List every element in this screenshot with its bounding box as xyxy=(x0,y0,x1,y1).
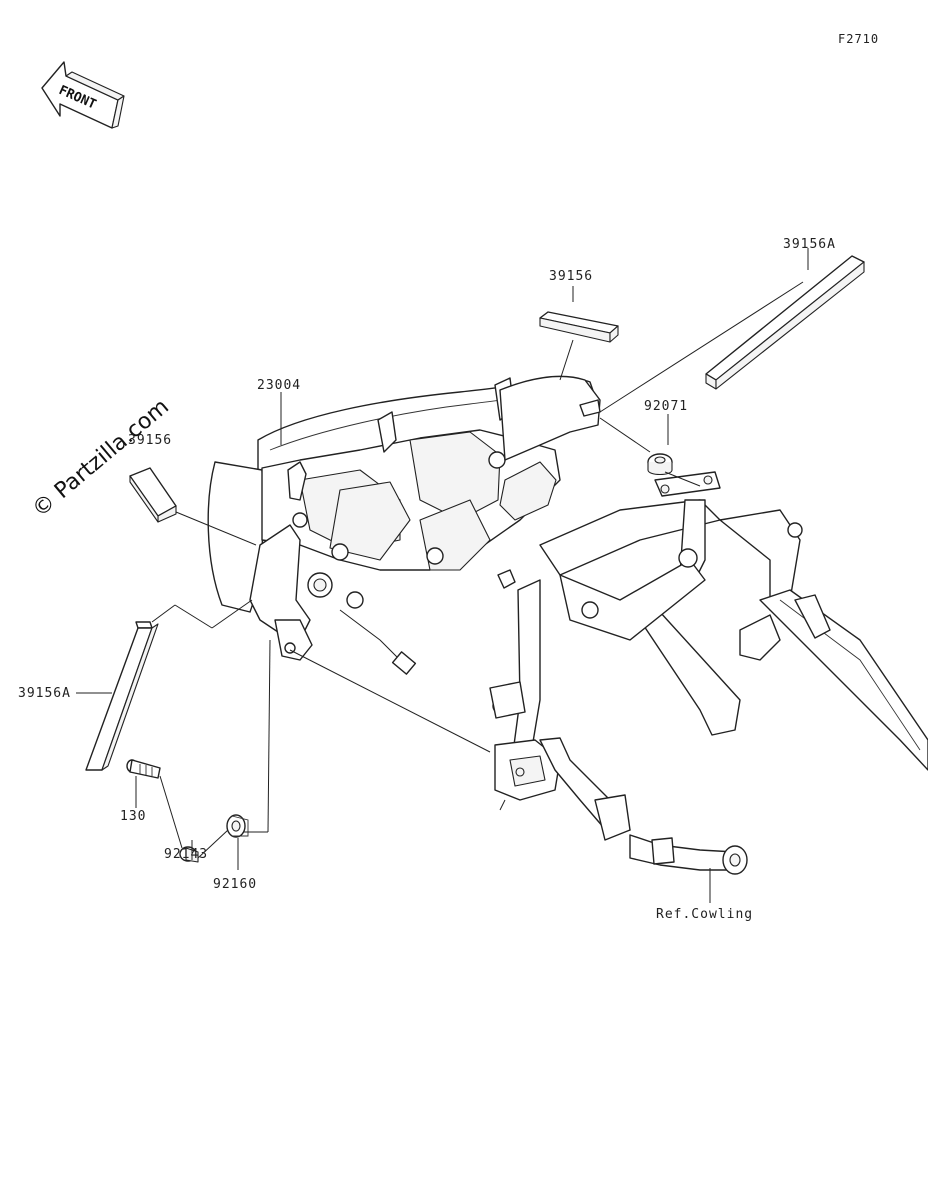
headlight-assembly xyxy=(207,375,601,675)
diagram-code: F2710 xyxy=(838,32,879,46)
damper-92160 xyxy=(226,814,249,838)
part-label-92143: 92143 xyxy=(164,847,208,862)
part-label-39156-left: 39156 xyxy=(128,433,172,448)
pad-39156-left xyxy=(129,467,177,523)
pad-39156a-top xyxy=(705,255,865,390)
part-label-39156a-left: 39156A xyxy=(18,686,71,701)
headlight-stay-frame xyxy=(489,471,928,875)
part-label-39156a-top: 39156A xyxy=(783,237,836,252)
leader-lines xyxy=(76,248,809,903)
part-label-92071: 92071 xyxy=(644,399,688,414)
part-label-39156-top: 39156 xyxy=(549,269,593,284)
reference-label-cowling: Ref.Cowling xyxy=(656,907,753,922)
bolt-130 xyxy=(126,759,161,779)
pad-39156a-left xyxy=(85,621,159,771)
pad-39156-top xyxy=(539,311,619,343)
front-arrow-icon: FRONT xyxy=(41,61,125,129)
grommet-92071 xyxy=(647,453,673,476)
part-label-92160: 92160 xyxy=(213,877,257,892)
part-label-130: 130 xyxy=(120,809,146,824)
part-label-23004: 23004 xyxy=(257,378,301,393)
